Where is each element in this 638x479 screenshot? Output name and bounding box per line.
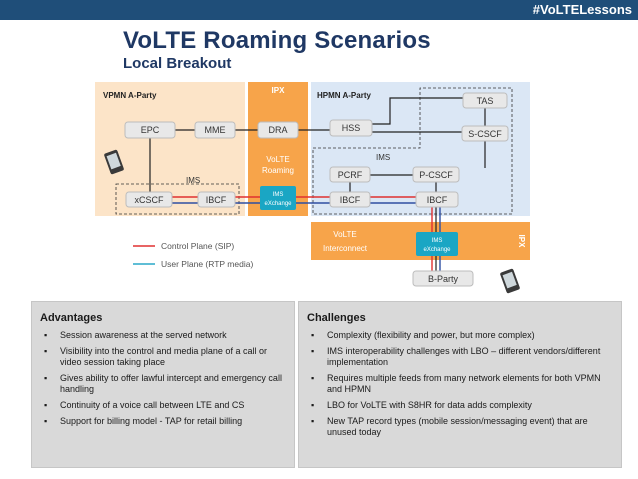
node-pcscf: P-CSCF <box>412 166 460 183</box>
node-mme-label: MME <box>205 125 226 135</box>
node-xcscf-label: xCSCF <box>135 195 165 205</box>
vpmn-label: VPMN A-Party <box>103 91 157 100</box>
node-ibcf-vpmn: IBCF <box>197 191 236 208</box>
list-item: Gives ability to offer lawful intercept … <box>32 373 290 395</box>
node-ibcf-vpmn-label: IBCF <box>206 195 227 205</box>
node-xcscf: xCSCF <box>125 191 173 208</box>
mobile-phone-icon <box>500 268 520 294</box>
node-dra-label: DRA <box>268 125 287 135</box>
hpmn-ims-group <box>312 87 513 215</box>
legend-user-label: User Plane (RTP media) <box>161 259 253 269</box>
node-bparty-label: B-Party <box>428 274 459 284</box>
node-ims-exchange-1: IMS eXchange <box>260 186 296 210</box>
list-item: Session awareness at the served network <box>32 330 290 341</box>
node-ims-exchange-2-label-a: IMS <box>432 238 443 244</box>
page-title: VoLTE Roaming Scenarios <box>123 27 431 54</box>
node-ibcf-hpmn-2: IBCF <box>415 191 459 208</box>
node-tas: TAS <box>462 92 508 109</box>
node-ibcf-hpmn-1-label: IBCF <box>340 195 361 205</box>
node-ims-exchange-2-label-b: eXchange <box>423 247 451 253</box>
hpmn-ims-label: IMS <box>376 153 390 162</box>
node-pcrf-label: PCRF <box>338 170 363 180</box>
advantages-panel: Advantages Session awareness at the serv… <box>31 301 295 468</box>
node-tas-label: TAS <box>477 96 494 106</box>
node-bparty: B-Party <box>412 270 474 287</box>
node-ims-exchange-2: IMS eXchange <box>416 232 458 256</box>
node-ibcf-hpmn-2-label: IBCF <box>427 195 448 205</box>
legend: Control Plane (SIP) User Plane (RTP medi… <box>133 241 253 269</box>
vpmn-ims-group <box>115 183 240 215</box>
ipx-label: IPX <box>272 86 286 95</box>
node-epc: EPC <box>124 121 176 139</box>
volte-interconnect-label-1: VoLTE <box>333 230 356 239</box>
node-ims-exchange-1-label-b: eXchange <box>264 201 292 207</box>
list-item: Visibility into the control and media pl… <box>32 346 290 368</box>
node-ims-exchange-1-label-a: IMS <box>273 192 284 198</box>
legend-control-label: Control Plane (SIP) <box>161 241 234 251</box>
roaming-diagram: VPMN A-Party IPX HPMN A-Party VoLTE Roam… <box>95 82 530 294</box>
list-item: Complexity (flexibility and power, but m… <box>299 330 613 341</box>
hashtag-label: #VoLTELessons <box>532 2 632 17</box>
list-item: Requires multiple feeds from many networ… <box>299 373 613 395</box>
node-hss-label: HSS <box>342 123 361 133</box>
list-item: Continuity of a voice call between LTE a… <box>32 400 290 411</box>
page-subtitle: Local Breakout <box>123 55 232 72</box>
node-dra: DRA <box>257 121 299 139</box>
volte-roaming-label-2: Roaming <box>262 166 294 175</box>
vpmn-ims-label: IMS <box>186 176 200 185</box>
mobile-phone-icon <box>104 149 124 175</box>
volte-interconnect-label-2: Interconnect <box>323 244 368 253</box>
challenges-list: Complexity (flexibility and power, but m… <box>299 330 613 443</box>
volte-roaming-label-1: VoLTE <box>266 155 289 164</box>
list-item: Support for billing model - TAP for reta… <box>32 416 290 427</box>
advantages-title: Advantages <box>40 312 103 324</box>
challenges-title: Challenges <box>307 312 366 324</box>
node-hss: HSS <box>329 119 373 137</box>
hpmn-label: HPMN A-Party <box>317 91 371 100</box>
node-pcrf: PCRF <box>329 166 371 183</box>
list-item: New TAP record types (mobile session/mes… <box>299 416 613 438</box>
node-pcscf-label: P-CSCF <box>419 170 453 180</box>
node-scscf: S-CSCF <box>461 125 509 142</box>
list-item: LBO for VoLTE with S8HR for data adds co… <box>299 400 613 411</box>
node-mme: MME <box>194 121 236 139</box>
user-plane-lines <box>172 202 441 272</box>
challenges-panel: Challenges Complexity (flexibility and p… <box>298 301 622 468</box>
list-item: IMS interoperability challenges with LBO… <box>299 346 613 368</box>
node-ibcf-hpmn-1: IBCF <box>329 191 371 208</box>
advantages-list: Session awareness at the served network … <box>32 330 290 432</box>
top-bar: #VoLTELessons <box>0 0 638 20</box>
control-plane-lines <box>172 196 433 272</box>
ipx-side-label: IPX <box>517 235 526 249</box>
node-epc-label: EPC <box>141 125 160 135</box>
node-scscf-label: S-CSCF <box>468 129 502 139</box>
